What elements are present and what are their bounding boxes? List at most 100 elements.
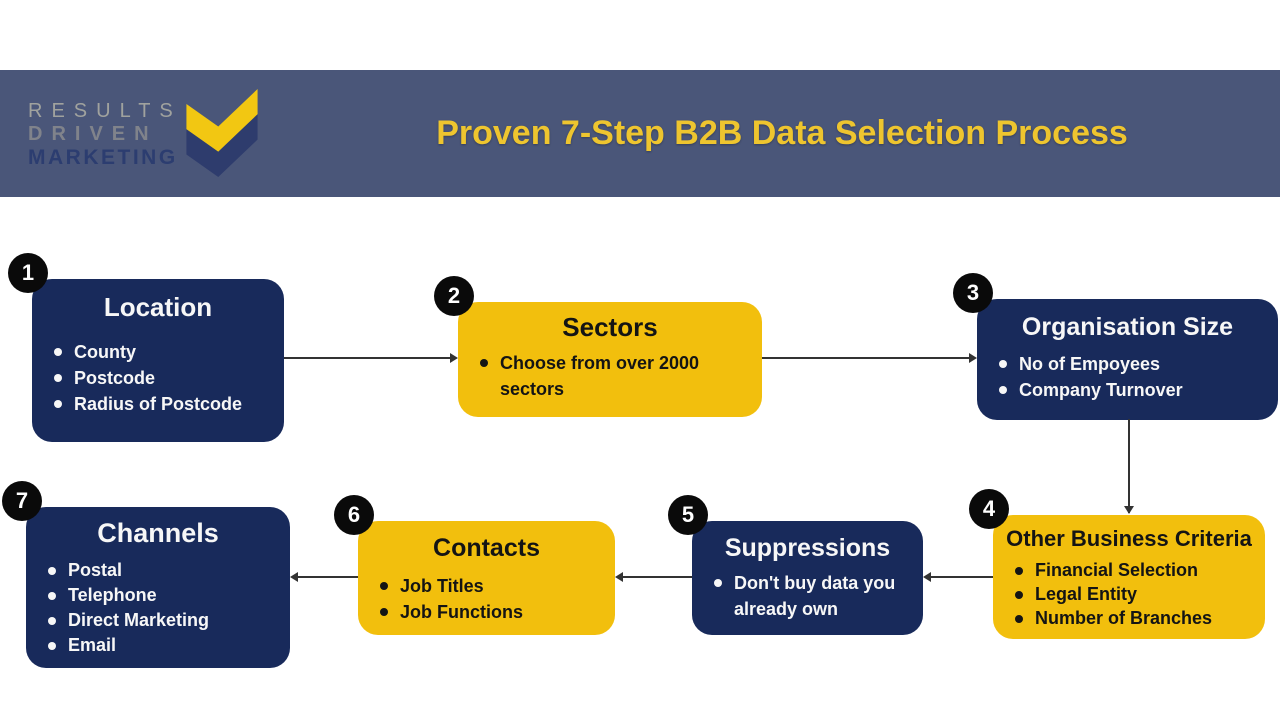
bullet-item: Direct Marketing: [48, 608, 280, 633]
bullet-item: Don't buy data you already own: [714, 570, 913, 622]
step-number: 2: [447, 283, 461, 308]
bullet-item: Postal: [48, 558, 280, 583]
bullet-dot-icon: [48, 642, 56, 651]
step-number: 3: [966, 280, 980, 305]
step-bullet-list: Job Titles Job Functions: [358, 573, 615, 625]
step-bullet-list: No of Empoyees Company Turnover: [977, 351, 1278, 403]
step-number-badge: 3: [953, 273, 993, 313]
bullet-text: Email: [68, 635, 117, 656]
step-number-badge: 6: [334, 495, 374, 535]
step-number: 6: [347, 502, 361, 527]
step-box-contacts: 6 Contacts Job Titles Job Functions: [334, 495, 615, 635]
bullet-dot-icon: [999, 359, 1007, 368]
step-number-badge: 7: [2, 481, 42, 521]
connector-step6-step7: [290, 572, 358, 582]
bullet-dot-icon: [480, 358, 488, 367]
bullet-item: Postcode: [54, 365, 274, 391]
page-title: Proven 7-Step B2B Data Selection Process: [436, 114, 1128, 152]
bullet-text: County: [74, 341, 136, 362]
bullet-item: Number of Branches: [1015, 606, 1255, 630]
connector-step3-step4: [1124, 419, 1134, 514]
bullet-text: Job Functions: [400, 601, 523, 622]
bullet-text: Number of Branches: [1035, 608, 1213, 629]
bullet-item: Telephone: [48, 583, 280, 608]
bullet-text: Job Titles: [400, 575, 484, 596]
bullet-dot-icon: [380, 607, 388, 616]
bullet-text: Company Turnover: [1019, 379, 1183, 400]
bullet-text: Postcode: [74, 367, 156, 388]
step-number-badge: 4: [969, 489, 1009, 529]
step-box-suppressions: 5 Suppressions Don't buy data you alread…: [668, 495, 923, 635]
bullet-dot-icon: [714, 578, 722, 587]
bullet-dot-icon: [48, 567, 56, 576]
step-box-organisation-size: 3 Organisation Size No of Empoyees Compa…: [953, 273, 1278, 420]
connector-step1-step2: [284, 353, 458, 363]
logo-text-results: RESULTS: [28, 100, 182, 122]
bullet-text: Financial Selection: [1035, 560, 1199, 581]
bullet-dot-icon: [1015, 567, 1023, 576]
chevron-logo-icon: [186, 89, 258, 177]
step-number-badge: 1: [8, 253, 48, 293]
logo-text-driven: DRIVEN: [28, 123, 158, 145]
step-title: Organisation Size: [1021, 313, 1234, 341]
arrow-right-icon: [969, 353, 977, 363]
step-bullet-list: County Postcode Radius of Postcode: [32, 339, 284, 417]
bullet-text: Choose from over 2000 sectors: [500, 352, 700, 399]
bullet-item: County: [54, 339, 274, 365]
bullet-dot-icon: [54, 347, 62, 356]
step-box-other-business-criteria: 4 Other Business Criteria Financial Sele…: [969, 489, 1265, 639]
step-number: 7: [15, 488, 29, 513]
step-bullet-list: Don't buy data you already own: [692, 570, 923, 622]
bullet-dot-icon: [999, 385, 1007, 394]
bullet-item: Company Turnover: [999, 377, 1268, 403]
connector-step2-step3: [762, 353, 977, 363]
bullet-item: No of Empoyees: [999, 351, 1268, 377]
step-title: Channels: [97, 518, 219, 548]
connector-step4-step5: [923, 572, 993, 582]
bullet-item: Email: [48, 633, 280, 658]
arrow-down-icon: [1124, 506, 1134, 514]
bullet-text: No of Empoyees: [1019, 353, 1161, 374]
bullet-item: Legal Entity: [1015, 582, 1255, 606]
bullet-text: Radius of Postcode: [74, 393, 243, 414]
bullet-dot-icon: [380, 581, 388, 590]
step-number-badge: 2: [434, 276, 474, 316]
step-bullet-list: Financial Selection Legal Entity Number …: [993, 558, 1265, 630]
bullet-dot-icon: [54, 373, 62, 382]
bullet-item: Job Titles: [380, 573, 605, 599]
connector-step5-step6: [615, 572, 692, 582]
step-number: 5: [681, 502, 695, 527]
company-logo: RESULTS DRIVEN MARKETING: [28, 92, 268, 182]
bullet-text: Don't buy data you already own: [734, 572, 896, 619]
bullet-dot-icon: [48, 617, 56, 626]
step-title: Other Business Criteria: [1006, 526, 1252, 551]
step-title: Contacts: [433, 534, 540, 562]
bullet-dot-icon: [1015, 591, 1023, 600]
bullet-text: Postal: [68, 560, 123, 581]
bullet-dot-icon: [48, 592, 56, 601]
step-bullet-list: Postal Telephone Direct Marketing Email: [26, 558, 290, 658]
bullet-item: Job Functions: [380, 599, 605, 625]
bullet-dot-icon: [54, 399, 62, 408]
step-box-sectors: 2 Sectors Choose from over 2000 sectors: [434, 276, 762, 417]
arrow-left-icon: [615, 572, 623, 582]
bullet-item: Choose from over 2000 sectors: [480, 350, 752, 402]
bullet-text: Telephone: [68, 585, 157, 606]
bullet-text: Legal Entity: [1035, 584, 1138, 605]
bullet-dot-icon: [1015, 615, 1023, 624]
bullet-item: Radius of Postcode: [54, 391, 274, 417]
bullet-text: Direct Marketing: [68, 610, 210, 631]
step-title: Sectors: [562, 312, 658, 342]
arrow-left-icon: [290, 572, 298, 582]
header-banner: RESULTS DRIVEN MARKETING Proven 7-Step B…: [0, 70, 1280, 197]
step-number-badge: 5: [668, 495, 708, 535]
step-number: 4: [982, 496, 996, 521]
step-bullet-list: Choose from over 2000 sectors: [458, 350, 762, 402]
step-title: Location: [103, 292, 213, 322]
arrow-left-icon: [923, 572, 931, 582]
bullet-item: Financial Selection: [1015, 558, 1255, 582]
logo-text-marketing: MARKETING: [28, 146, 178, 169]
step-number: 1: [21, 260, 35, 285]
step-box-channels: 7 Channels Postal Telephone Direct Marke…: [2, 481, 290, 668]
